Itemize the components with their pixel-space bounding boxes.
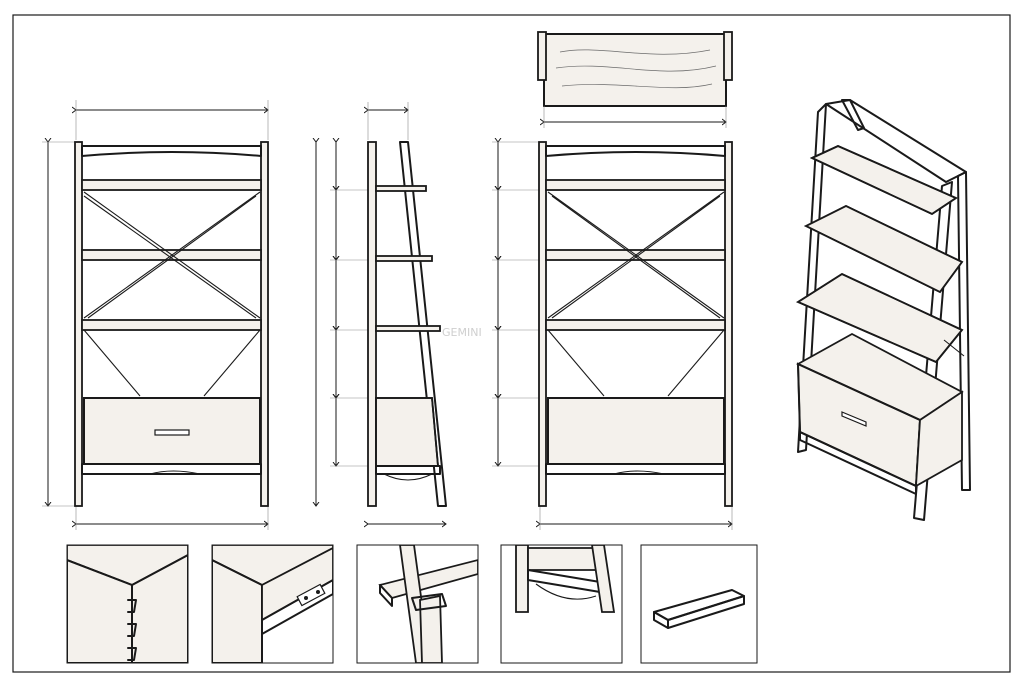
isometric-view <box>796 99 971 521</box>
watermark: GEMINI <box>442 326 482 339</box>
front-view <box>42 100 269 530</box>
drawer-pull <box>154 429 190 436</box>
side-view <box>316 102 447 524</box>
top-view <box>537 31 733 128</box>
drawer-slide-detail <box>211 544 334 664</box>
rear-view <box>492 142 733 530</box>
shelf-support-detail <box>356 544 479 664</box>
base-leg-detail <box>500 544 623 664</box>
sheet-border <box>12 14 1011 673</box>
drawer-pull-detail <box>640 544 758 664</box>
dovetail-joint-detail <box>66 544 189 664</box>
